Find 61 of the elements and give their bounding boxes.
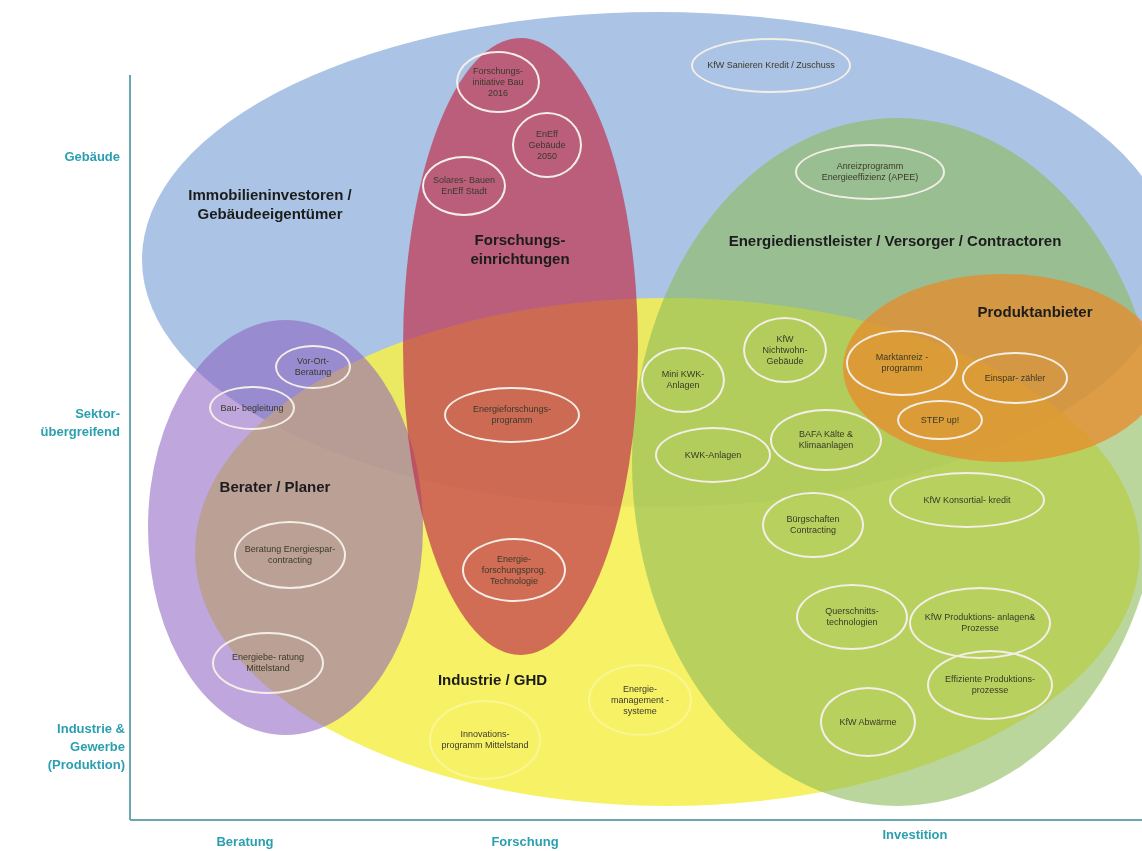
program-ellipse [275,345,351,389]
program-ellipse [444,387,580,443]
sector-heading: Industrie / GHD [436,670,549,689]
program-label: KfW Konsortial- kredit [923,494,1011,506]
axis-label: Sektor- übergreifend [39,405,120,441]
program-ellipse [456,51,540,113]
program-label: KfW Produktions- anlagen& Prozesse [923,612,1037,634]
program-label: KfW Sanieren Kredit / Zuschuss [707,59,835,71]
program-ellipse [462,538,566,602]
program-label: Mini KWK- Anlagen [660,369,706,391]
program-ellipse [655,427,771,483]
program-label: Bau- begleitung [220,402,284,414]
axis-label: Industrie & Gewerbe (Produktion) [46,720,125,774]
program-label: Energieforschungs- programm [471,404,552,426]
program-label: Anreizprogramm Energieeffizienz (APEE) [820,161,920,183]
program-label: KWK-Anlagen [684,449,742,461]
program-label: Energie- management - systeme [610,683,670,717]
program-ellipse [641,347,725,413]
program-label: Energie- forschungsprog. Technologie [480,553,548,587]
program-ellipse [691,37,851,93]
program-ellipse [770,409,882,471]
program-ellipse [820,687,916,757]
program-label: EnEff Gebäude 2050 [527,128,567,162]
program-label: Vor-Ort- Beratung [293,356,333,378]
sector-heading: Berater / Planer [218,477,332,496]
sector-heading: Energiedienstleister / Versorger / Contractoren [727,231,1063,250]
program-ellipse [889,472,1045,528]
axis-label: Forschung [490,833,560,851]
program-label: Einspar- zähler [984,372,1046,384]
program-label: Solares- Bauen EnEff Stadt [432,175,496,197]
program-label: Marktanreiz -programm [874,352,930,374]
sector-heading: Produktanbieter [976,302,1094,321]
program-ellipse [909,587,1051,659]
program-label: Beratung Energiespar- contracting [244,544,336,566]
program-ellipse [897,400,983,440]
program-label: Forschungs- initiative Bau 2016 [471,65,525,99]
program-label: KfW Nichtwohn- Gebäude [761,333,809,367]
program-label: Innovations- programm Mittelstand [440,729,530,751]
axis-label: Gebäude [63,148,120,166]
axis-label: Beratung [215,833,275,851]
program-ellipse [796,584,908,650]
sector-heading: Immobilieninvestoren / Gebäudeeigentümer [187,185,353,223]
program-ellipse [962,352,1068,404]
program-ellipse [927,650,1053,720]
program-label: KfW Abwärme [839,716,897,728]
program-ellipse [795,144,945,200]
program-label: Querschnitts- technologien [824,606,880,628]
program-label: Bürgschaften Contracting [785,514,841,536]
program-ellipse [762,492,864,558]
program-ellipse [209,386,295,430]
program-label: BAFA Kälte & Klimaanlagen [797,429,855,451]
program-label: Energiebe- ratung Mittelstand [230,652,306,674]
sector-heading: Forschungs- einrichtungen [469,230,571,268]
axis-label: Investition [881,826,949,844]
program-ellipse [743,317,827,383]
program-ellipse [429,700,541,780]
program-ellipse [588,664,692,736]
program-label: STEP up! [920,414,960,426]
program-ellipse [512,112,582,178]
program-label: Effiziente Produktions- prozesse [944,674,1036,696]
program-ellipse [422,156,506,216]
